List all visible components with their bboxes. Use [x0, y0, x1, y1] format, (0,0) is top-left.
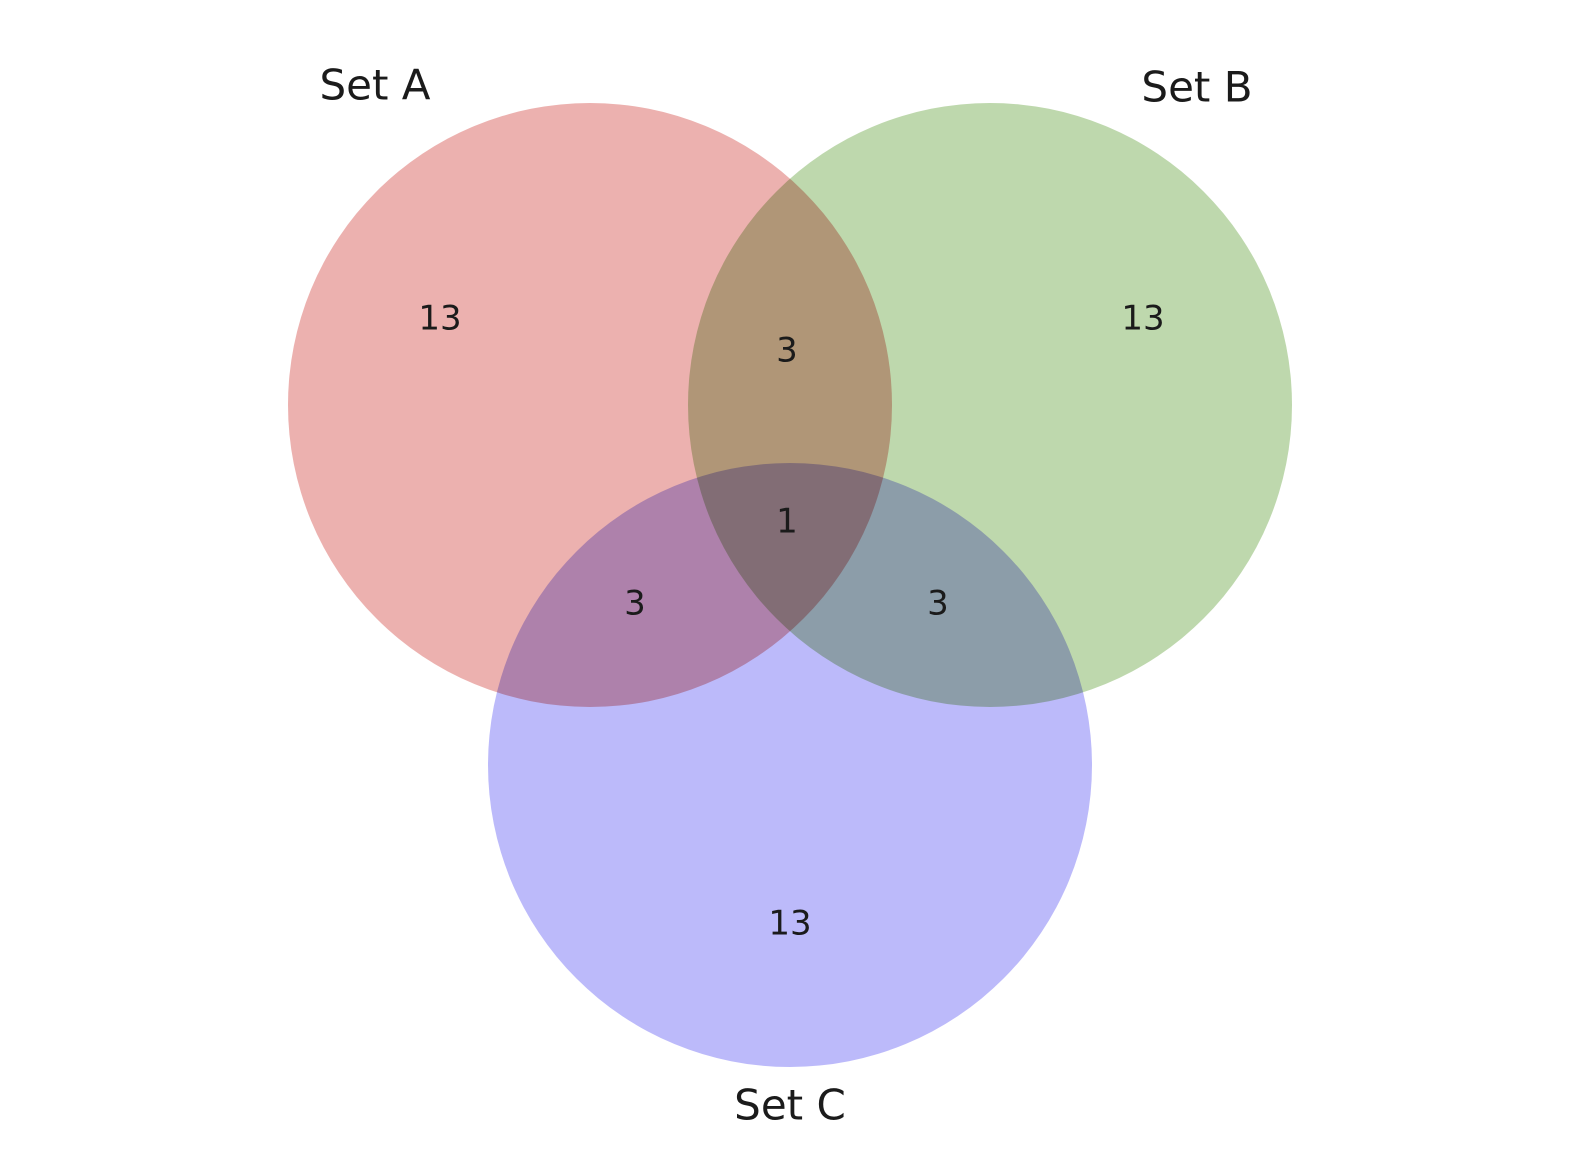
region-count-b-only: 13 — [1121, 299, 1164, 339]
venn-circle-set-c[interactable] — [488, 463, 1092, 1067]
set-label-b: Set B — [1141, 63, 1252, 112]
set-label-c: Set C — [734, 1081, 846, 1130]
venn-set-labels-group: Set A Set B Set C — [319, 61, 1252, 1130]
region-count-b-and-c: 3 — [927, 584, 949, 624]
region-count-a-and-b: 3 — [776, 331, 798, 371]
venn-region-counts-group: 13 13 13 3 3 3 1 — [418, 299, 1164, 944]
region-count-a-and-c: 3 — [624, 584, 646, 624]
region-count-c-only: 13 — [768, 904, 811, 944]
venn-circles-group — [288, 103, 1292, 1067]
region-count-a-only: 13 — [418, 299, 461, 339]
set-label-a: Set A — [319, 61, 430, 110]
region-count-a-and-b-and-c: 1 — [776, 502, 798, 542]
